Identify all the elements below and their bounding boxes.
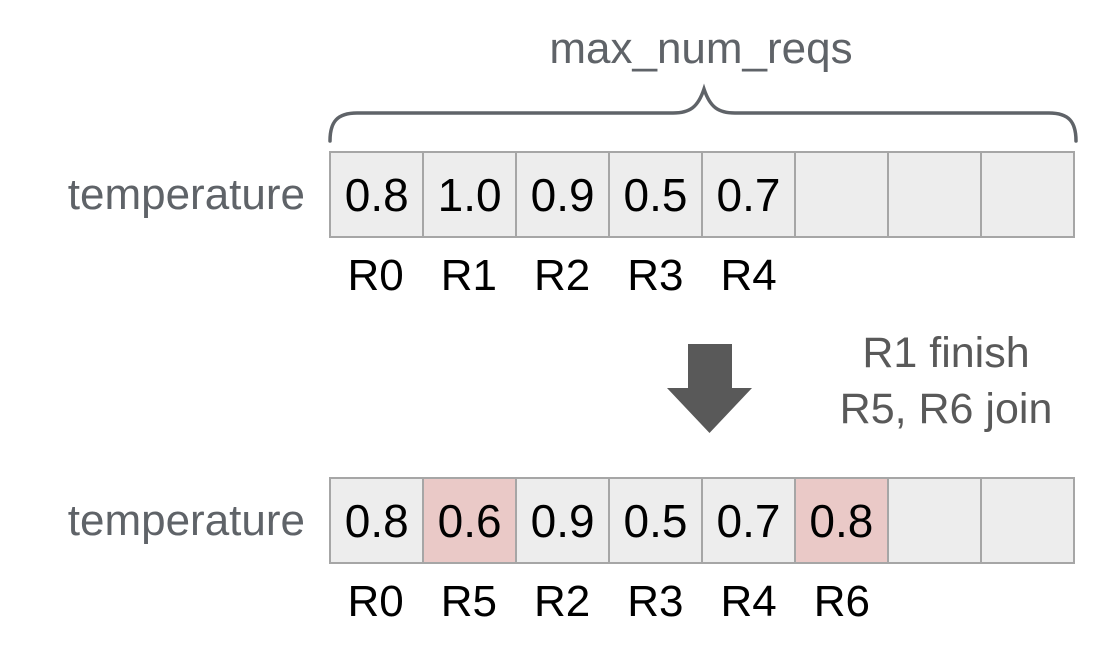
array-cell: 0.7 bbox=[700, 477, 797, 564]
array-cell: 0.7 bbox=[700, 151, 797, 238]
request-label: R4 bbox=[720, 577, 777, 626]
request-label: R4 bbox=[720, 251, 777, 300]
transition-line1: R1 finish bbox=[862, 329, 1030, 377]
temperature-label-top: temperature bbox=[67, 169, 305, 219]
request-label bbox=[982, 251, 1075, 299]
request-label: R3 bbox=[627, 577, 684, 626]
request-label bbox=[889, 251, 982, 299]
request-label: R1 bbox=[440, 251, 497, 300]
curly-brace-icon bbox=[328, 83, 1078, 143]
request-label bbox=[889, 577, 982, 625]
array-cell: 0.9 bbox=[514, 151, 611, 238]
array-cell: 0.5 bbox=[607, 477, 704, 564]
bottom-array-row: 0.8 0.6 0.9 0.5 0.7 0.8 bbox=[329, 477, 1075, 564]
down-arrow-icon bbox=[667, 344, 752, 433]
request-label: R2 bbox=[534, 251, 591, 300]
transition-note: R1 finish R5, R6 join bbox=[800, 325, 1092, 437]
request-label: R5 bbox=[440, 577, 497, 626]
array-cell: 1.0 bbox=[421, 151, 518, 238]
request-label: R0 bbox=[347, 577, 404, 626]
request-label: R2 bbox=[534, 577, 591, 626]
request-label: R0 bbox=[347, 251, 404, 300]
bottom-request-labels: R0 R5 R2 R3 R4 R6 bbox=[329, 577, 1075, 626]
array-cell bbox=[886, 151, 983, 238]
array-cell bbox=[979, 151, 1075, 238]
request-label: R6 bbox=[813, 577, 870, 626]
top-request-labels: R0 R1 R2 R3 R4 bbox=[329, 251, 1075, 300]
temperature-label-bottom: temperature bbox=[67, 495, 305, 545]
array-cell: 0.9 bbox=[514, 477, 611, 564]
array-cell bbox=[979, 477, 1075, 564]
transition-line2: R5, R6 join bbox=[839, 385, 1053, 433]
array-cell: 0.8 bbox=[793, 477, 890, 564]
array-cell: 0.8 bbox=[329, 477, 425, 564]
array-cell: 0.6 bbox=[421, 477, 518, 564]
request-label bbox=[795, 251, 888, 299]
request-label: R3 bbox=[627, 251, 684, 300]
array-cell bbox=[793, 151, 890, 238]
array-cell: 0.5 bbox=[607, 151, 704, 238]
array-cell: 0.8 bbox=[329, 151, 425, 238]
max-num-reqs-label: max_num_reqs bbox=[549, 24, 853, 73]
top-array-row: 0.8 1.0 0.9 0.5 0.7 bbox=[329, 151, 1075, 238]
request-label bbox=[982, 577, 1075, 625]
array-cell bbox=[886, 477, 983, 564]
